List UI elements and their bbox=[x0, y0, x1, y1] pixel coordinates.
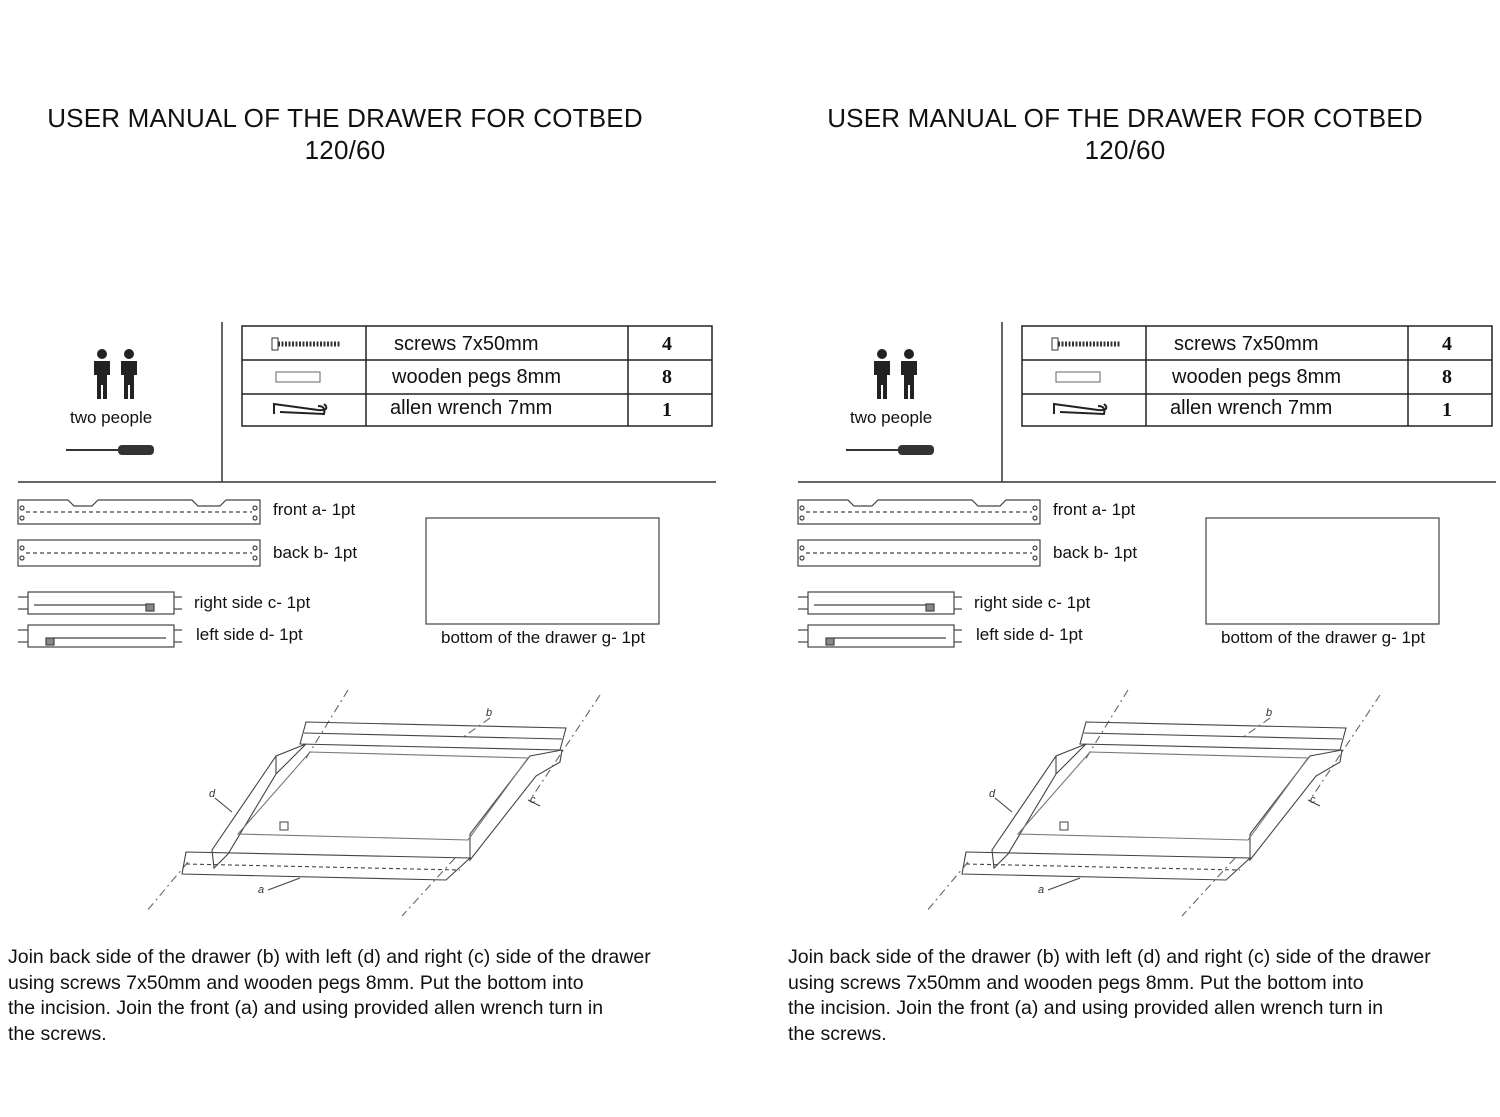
back-panel-drawing bbox=[797, 539, 1041, 567]
instruction-line-4: the screws. bbox=[8, 1022, 107, 1045]
parts-table-grid bbox=[1021, 325, 1493, 427]
parts-row-screws-name: screws 7x50mm bbox=[1174, 333, 1319, 355]
title-line-1: USER MANUAL OF THE DRAWER FOR COTBED bbox=[827, 103, 1423, 133]
screwdriver-icon bbox=[66, 445, 154, 455]
manual-graphics: b c d a bbox=[17, 322, 716, 917]
parts-row-wrench-name: allen wrench 7mm bbox=[1170, 397, 1333, 419]
instruction-line-3: the incision. Join the front (a) and usi… bbox=[8, 997, 604, 1019]
two-people-icon bbox=[94, 349, 137, 399]
screwdriver-icon bbox=[846, 445, 934, 455]
wooden-peg-icon bbox=[1055, 371, 1101, 383]
diagram-label-c: c bbox=[1310, 794, 1316, 806]
component-right-label: right side c- 1pt bbox=[194, 593, 311, 612]
assembly-instructions: Join back side of the drawer (b) with le… bbox=[8, 945, 718, 1047]
wooden-peg-icon bbox=[275, 371, 321, 383]
component-front-label: front a- 1pt bbox=[273, 500, 356, 519]
title-line-1: USER MANUAL OF THE DRAWER FOR COTBED bbox=[47, 103, 643, 133]
diagram-label-d: d bbox=[209, 788, 216, 800]
bottom-panel-drawing bbox=[425, 517, 660, 625]
right-side-drawing bbox=[18, 591, 182, 615]
assembly-diagram bbox=[145, 689, 601, 917]
allen-wrench-icon bbox=[1053, 402, 1108, 416]
manual-page-right: USER MANUAL OF THE DRAWER FOR COTBED 120… bbox=[780, 0, 1500, 1117]
diagram-label-d: d bbox=[989, 788, 996, 800]
assembly-instructions: Join back side of the drawer (b) with le… bbox=[788, 945, 1498, 1047]
parts-row-screws-qty: 4 bbox=[662, 333, 672, 355]
right-side-drawing bbox=[798, 591, 962, 615]
diagram-label-a: a bbox=[1038, 884, 1044, 896]
manual-title: USER MANUAL OF THE DRAWER FOR COTBED 120… bbox=[0, 102, 690, 166]
parts-row-pegs-name: wooden pegs 8mm bbox=[1172, 366, 1341, 388]
screw-icon bbox=[271, 337, 340, 351]
instruction-line-4: the screws. bbox=[788, 1022, 887, 1045]
parts-row-screws-qty: 4 bbox=[1442, 333, 1452, 355]
diagram-label-c: c bbox=[530, 794, 536, 806]
parts-row-pegs-qty: 8 bbox=[662, 366, 672, 388]
parts-table-grid bbox=[241, 325, 713, 427]
component-bottom-label: bottom of the drawer g- 1pt bbox=[1221, 628, 1426, 647]
diagram-label-a: a bbox=[258, 884, 264, 896]
component-left-label: left side d- 1pt bbox=[196, 625, 303, 644]
instruction-line-2: using screws 7x50mm and wooden pegs 8mm.… bbox=[8, 971, 584, 994]
component-bottom-label: bottom of the drawer g- 1pt bbox=[441, 628, 646, 647]
two-people-label: two people bbox=[70, 408, 153, 427]
left-side-drawing bbox=[18, 624, 182, 648]
diagram-label-b: b bbox=[486, 707, 492, 719]
instruction-line-3: the incision. Join the front (a) and usi… bbox=[788, 997, 1384, 1019]
parts-row-wrench-qty: 1 bbox=[662, 399, 672, 421]
allen-wrench-icon bbox=[273, 402, 328, 416]
component-back-label: back b- 1pt bbox=[1053, 543, 1138, 562]
left-side-drawing bbox=[798, 624, 962, 648]
title-line-2: 120/60 bbox=[304, 135, 386, 165]
instruction-line-1: Join back side of the drawer (b) with le… bbox=[788, 946, 1431, 968]
component-right-label: right side c- 1pt bbox=[974, 593, 1091, 612]
parts-row-pegs-name: wooden pegs 8mm bbox=[392, 366, 561, 388]
manual-graphics: b c d a bbox=[797, 322, 1496, 917]
title-line-2: 120/60 bbox=[1084, 135, 1166, 165]
parts-row-wrench-qty: 1 bbox=[1442, 399, 1452, 421]
parts-row-wrench-name: allen wrench 7mm bbox=[390, 397, 553, 419]
component-back-label: back b- 1pt bbox=[273, 543, 358, 562]
manual-title: USER MANUAL OF THE DRAWER FOR COTBED 120… bbox=[780, 102, 1470, 166]
bottom-panel-drawing bbox=[1205, 517, 1440, 625]
component-front-label: front a- 1pt bbox=[1053, 500, 1136, 519]
diagram-label-b: b bbox=[1266, 707, 1272, 719]
two-people-icon bbox=[874, 349, 917, 399]
assembly-diagram bbox=[925, 689, 1381, 917]
back-panel-drawing bbox=[17, 539, 261, 567]
instruction-line-2: using screws 7x50mm and wooden pegs 8mm.… bbox=[788, 971, 1364, 994]
front-panel-drawing bbox=[797, 499, 1041, 525]
instruction-line-1: Join back side of the drawer (b) with le… bbox=[8, 946, 651, 968]
front-panel-drawing bbox=[17, 499, 261, 525]
component-left-label: left side d- 1pt bbox=[976, 625, 1083, 644]
parts-row-screws-name: screws 7x50mm bbox=[394, 333, 539, 355]
manual-page-left: USER MANUAL OF THE DRAWER FOR COTBED 120… bbox=[0, 102, 718, 1047]
parts-row-pegs-qty: 8 bbox=[1442, 366, 1452, 388]
two-people-label: two people bbox=[850, 408, 933, 427]
screw-icon bbox=[1051, 337, 1120, 351]
